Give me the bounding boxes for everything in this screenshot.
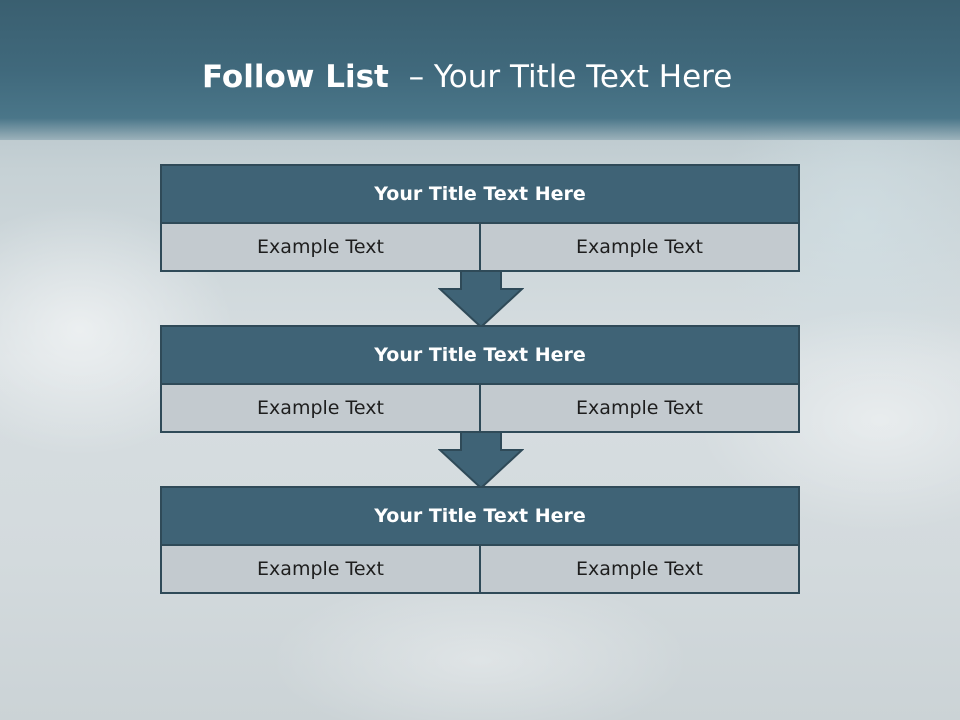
step-box-1: Your Title Text Here Example Text Exampl… — [160, 164, 800, 272]
header-band — [0, 0, 960, 140]
step-box-3: Your Title Text Here Example Text Exampl… — [160, 486, 800, 594]
step-title: Your Title Text Here — [162, 327, 798, 383]
step-cell-left: Example Text — [162, 546, 479, 592]
step-cell-left: Example Text — [162, 385, 479, 431]
slide-title-rest: – Your Title Text Here — [408, 59, 733, 95]
step-row: Example Text Example Text — [162, 224, 798, 270]
down-arrow-icon — [438, 431, 524, 489]
step-row: Example Text Example Text — [162, 546, 798, 592]
down-arrow-icon — [438, 270, 524, 328]
step-cell-left: Example Text — [162, 224, 479, 270]
slide-title: Follow List – Your Title Text Here — [202, 52, 802, 102]
step-box-2: Your Title Text Here Example Text Exampl… — [160, 325, 800, 433]
slide-title-bold: Follow List — [202, 59, 389, 95]
step-cell-right: Example Text — [481, 385, 798, 431]
step-row: Example Text Example Text — [162, 385, 798, 431]
step-title: Your Title Text Here — [162, 488, 798, 544]
step-cell-right: Example Text — [481, 224, 798, 270]
step-title: Your Title Text Here — [162, 166, 798, 222]
step-cell-right: Example Text — [481, 546, 798, 592]
